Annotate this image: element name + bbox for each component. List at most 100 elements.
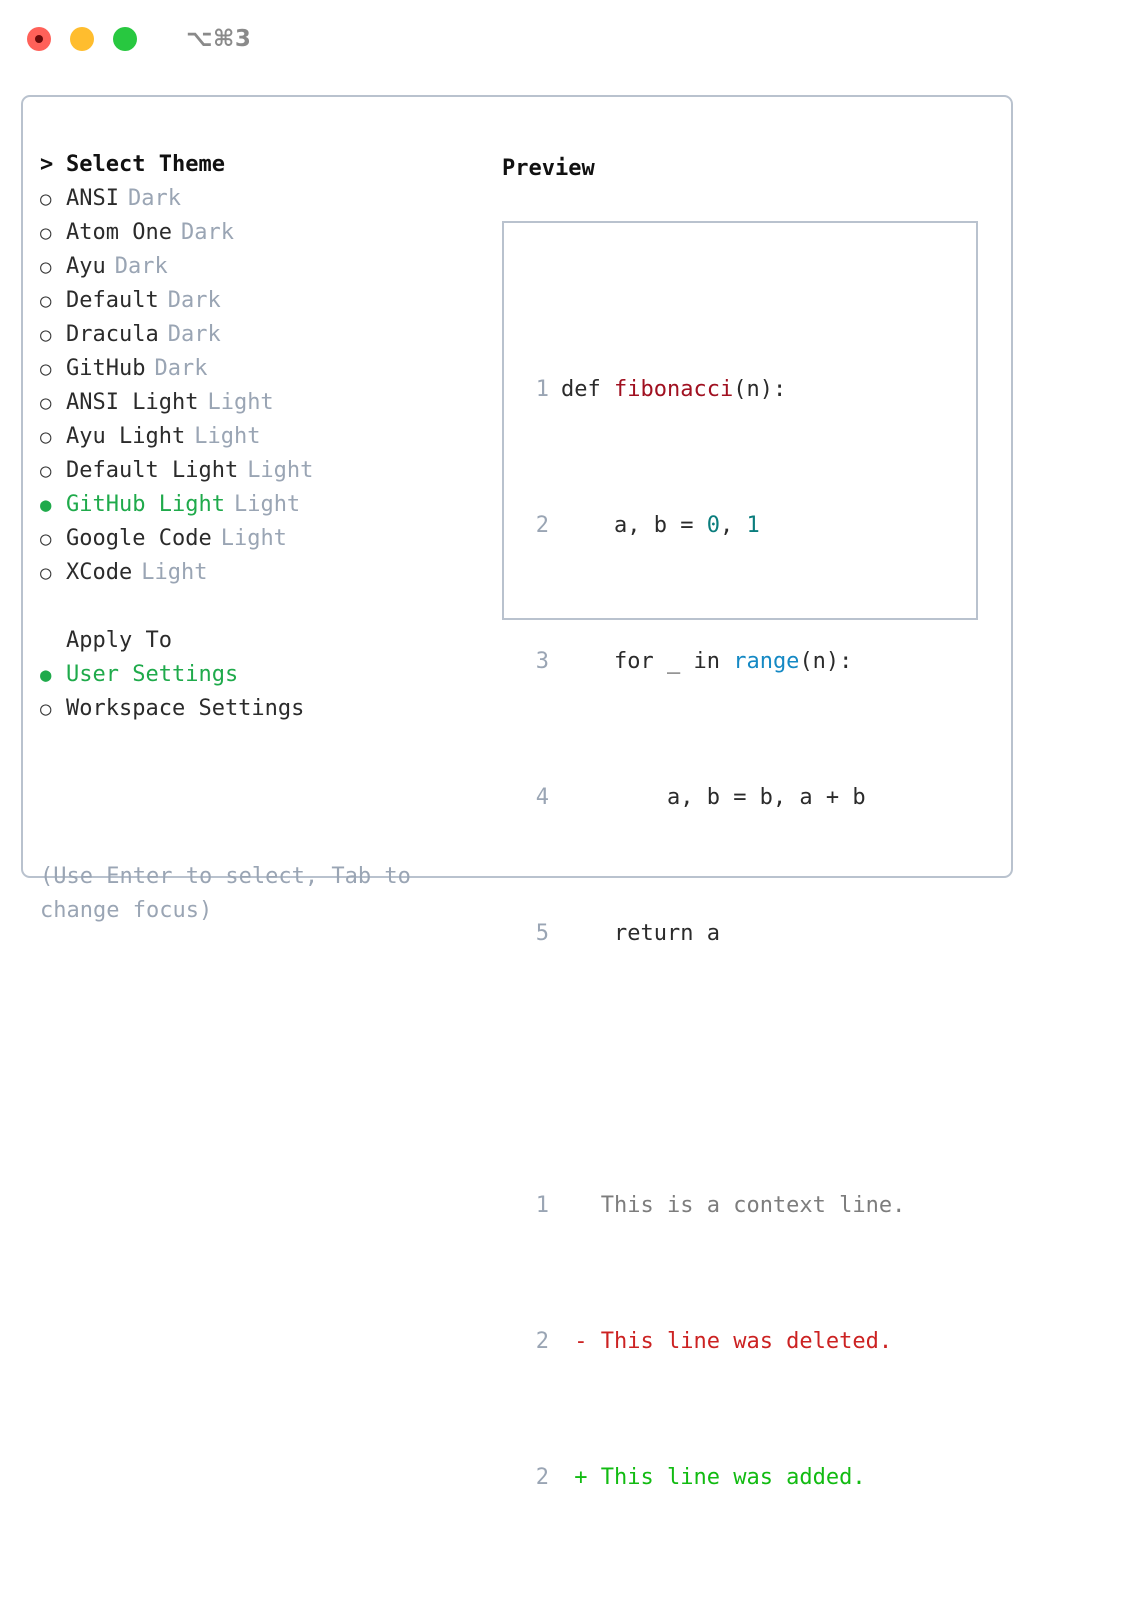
window-titlebar: ⌥⌘3 [0, 0, 1140, 78]
code-line-text: a, b = 0, 1 [561, 509, 760, 543]
theme-option-label: ANSI [66, 186, 119, 211]
code-token: def [561, 377, 614, 402]
code-line: 2 a, b = 0, 1 [523, 509, 905, 543]
theme-option-xcode[interactable]: ○ XCode Light [40, 560, 480, 594]
apply-to-option-label: Workspace Settings [66, 696, 305, 721]
code-token: (n): [733, 377, 787, 402]
radio-unselected-icon[interactable]: ○ [40, 460, 52, 482]
diff-sign: + [574, 1465, 588, 1490]
radio-unselected-icon[interactable]: ○ [40, 528, 52, 550]
code-token: (n): [799, 649, 853, 674]
theme-option-label: ANSI Light [66, 390, 199, 415]
radio-unselected-icon[interactable]: ○ [40, 392, 52, 414]
line-number: 4 [535, 785, 549, 810]
code-line-text: a, b = b, a + b [561, 781, 866, 815]
keyboard-hint-text: (Use Enter to select, Tab to change focu… [40, 864, 411, 923]
apply-to-title: Apply To [66, 628, 172, 653]
theme-option-google-code[interactable]: ○ Google Code Light [40, 526, 480, 560]
code-line-text: def fibonacci(n): [561, 373, 786, 407]
theme-variant-tag: Light [247, 458, 314, 483]
section-spacer [40, 594, 480, 628]
code-token-call: range [733, 649, 800, 674]
theme-option-ayu[interactable]: ○ Ayu Dark [40, 254, 480, 288]
radio-unselected-icon[interactable]: ○ [40, 290, 52, 312]
apply-to-header: Apply To [40, 628, 480, 662]
preview-title: Preview [502, 156, 595, 181]
code-line: 4 a, b = b, a + b [523, 781, 905, 815]
line-number: 1 [535, 377, 549, 402]
close-button[interactable] [27, 27, 51, 51]
code-indent [561, 649, 614, 674]
code-indent [561, 785, 667, 810]
code-token: , [719, 513, 747, 538]
prompt-caret-icon: > [40, 152, 54, 177]
theme-variant-tag: Dark [154, 356, 208, 381]
theme-option-dracula[interactable]: ○ Dracula Dark [40, 322, 480, 356]
code-line-text: for _ in range(n): [561, 645, 852, 679]
theme-option-label: XCode [66, 560, 133, 585]
code-token-number: 1 [746, 513, 760, 538]
code-indent [561, 513, 614, 538]
apply-to-option-user-settings[interactable]: ● User Settings [40, 662, 480, 696]
code-token: a, b = [613, 513, 707, 538]
radio-unselected-icon[interactable]: ○ [40, 324, 52, 346]
radio-unselected-icon[interactable]: ○ [40, 256, 52, 278]
theme-option-default-light[interactable]: ○ Default Light Light [40, 458, 480, 492]
theme-variant-tag: Light [141, 560, 208, 585]
diff-line-added: 2 + This line was added. [523, 1461, 905, 1495]
diff-line-text: This is a context line. [561, 1189, 906, 1223]
theme-option-atom-one[interactable]: ○ Atom One Dark [40, 220, 480, 254]
line-number: 1 [535, 1193, 549, 1218]
keyboard-shortcut-label: ⌥⌘3 [186, 26, 252, 52]
radio-unselected-icon[interactable]: ○ [40, 562, 52, 584]
main-panel: > Select Theme ○ ANSI Dark ○ Atom One Da… [21, 95, 1013, 1490]
radio-unselected-icon[interactable]: ○ [40, 698, 52, 720]
theme-option-label: GitHub [66, 356, 146, 381]
theme-option-ansi-light[interactable]: ○ ANSI Light Light [40, 390, 480, 424]
radio-unselected-icon[interactable]: ○ [40, 222, 52, 244]
diff-sign: - [574, 1329, 588, 1354]
theme-picker-pane: > Select Theme ○ ANSI Dark ○ Atom One Da… [40, 152, 480, 730]
theme-option-label: Ayu [66, 254, 106, 279]
window-controls [27, 27, 137, 51]
theme-variant-tag: Dark [180, 220, 234, 245]
apply-to-option-workspace-settings[interactable]: ○ Workspace Settings [40, 696, 480, 730]
theme-option-github-light[interactable]: ● GitHub Light Light [40, 492, 480, 526]
diff-sign [574, 1193, 587, 1218]
preview-code: 1 def fibonacci(n): 2 a, b = 0, 1 3 for … [523, 271, 906, 1597]
theme-option-label: Default Light [66, 458, 239, 483]
diff-spacer [523, 1053, 905, 1087]
apply-to-option-label: User Settings [66, 662, 239, 687]
code-line: 1 def fibonacci(n): [523, 373, 905, 407]
theme-option-ansi[interactable]: ○ ANSI Dark [40, 186, 480, 220]
diff-line-text: - This line was deleted. [561, 1325, 892, 1359]
theme-option-ayu-light[interactable]: ○ Ayu Light Light [40, 424, 480, 458]
diff-line-text: + This line was added. [561, 1461, 865, 1495]
line-number: 5 [535, 921, 549, 946]
radio-unselected-icon[interactable]: ○ [40, 426, 52, 448]
theme-option-github[interactable]: ○ GitHub Dark [40, 356, 480, 390]
theme-variant-tag: Light [220, 526, 287, 551]
diff-line-context: 1 This is a context line. [523, 1189, 906, 1223]
theme-option-label: Ayu Light [66, 424, 186, 449]
theme-option-default[interactable]: ○ Default Dark [40, 288, 480, 322]
diff-content: This line was deleted. [600, 1329, 893, 1354]
minimize-button[interactable] [70, 27, 94, 51]
recording-indicator-icon [35, 35, 43, 43]
theme-option-label: Dracula [66, 322, 159, 347]
radio-selected-icon[interactable]: ● [40, 664, 52, 686]
theme-variant-tag: Light [194, 424, 261, 449]
code-line-text: return a [561, 917, 720, 951]
theme-option-label: Atom One [66, 220, 172, 245]
line-number: 2 [535, 1465, 549, 1490]
theme-option-label: Google Code [66, 526, 212, 551]
theme-variant-tag: Dark [167, 288, 221, 313]
radio-unselected-icon[interactable]: ○ [40, 188, 52, 210]
code-token-function: fibonacci [613, 377, 734, 402]
theme-variant-tag: Light [233, 492, 301, 517]
radio-selected-icon[interactable]: ● [40, 494, 52, 516]
radio-unselected-icon[interactable]: ○ [40, 358, 52, 380]
theme-variant-tag: Light [207, 390, 274, 415]
maximize-button[interactable] [113, 27, 137, 51]
diff-line-deleted: 2 - This line was deleted. [523, 1325, 905, 1359]
